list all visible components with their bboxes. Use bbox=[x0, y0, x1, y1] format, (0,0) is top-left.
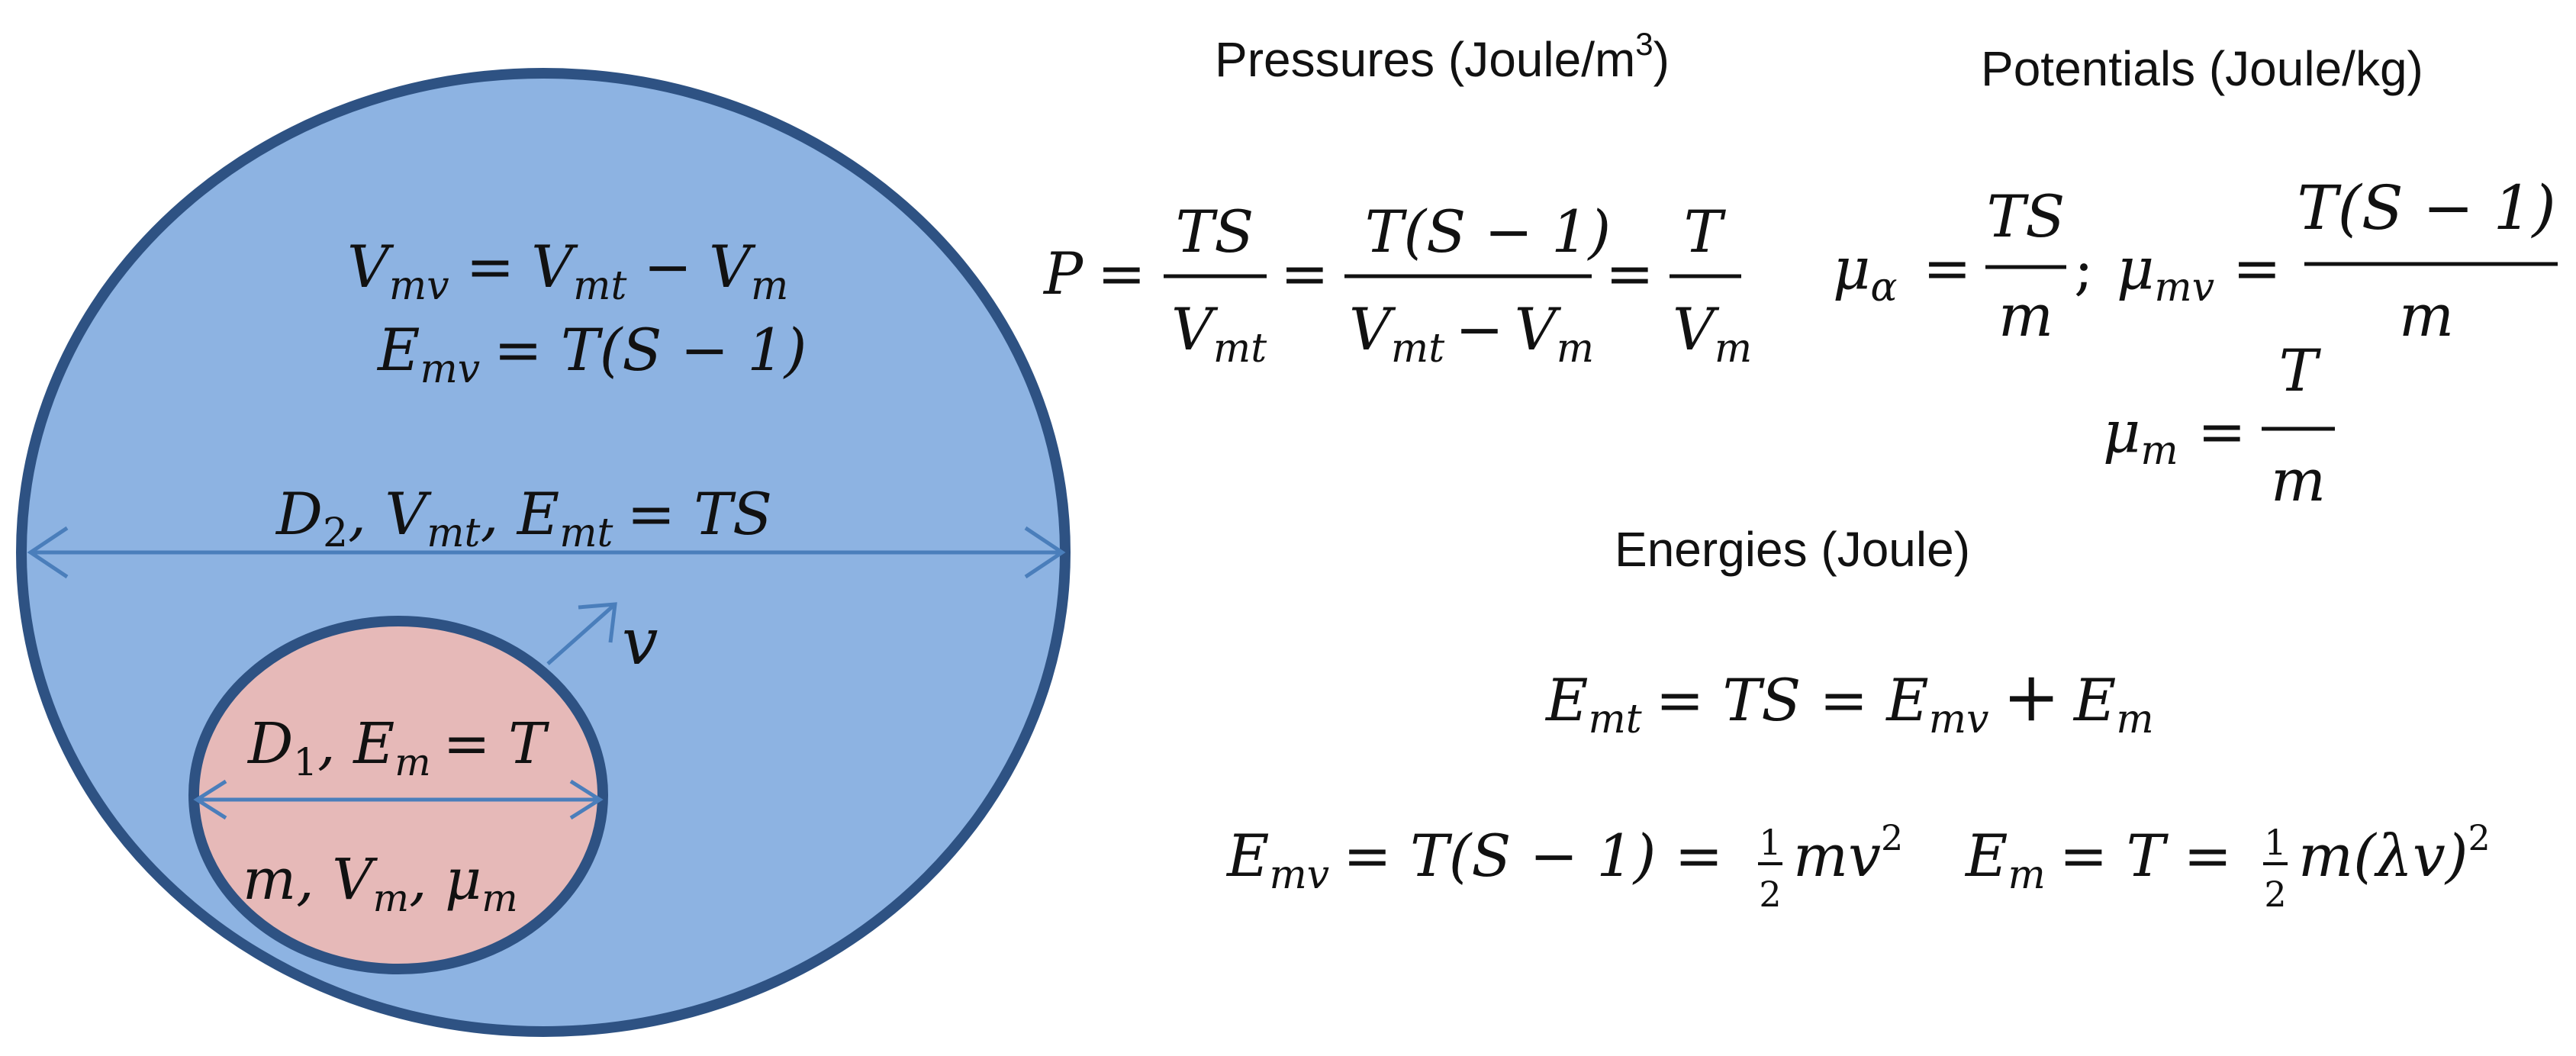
svg-text:P: P bbox=[1042, 240, 1084, 307]
svg-text:=: = bbox=[2233, 234, 2281, 302]
svg-text:=: = bbox=[1605, 240, 1654, 307]
svg-text:m(λv)2: m(λv)2 bbox=[2298, 817, 2491, 890]
svg-text:TS: TS bbox=[1987, 182, 2066, 250]
pressures-heading: Pressures (Joule/m3) bbox=[1215, 26, 1670, 87]
svg-text:;: ; bbox=[2074, 234, 2094, 302]
svg-text:T: T bbox=[2279, 336, 2322, 404]
energy-mv-equation: Emv= T(S − 1) = 1 2 mv2 bbox=[1225, 817, 1903, 915]
svg-text:1: 1 bbox=[1759, 822, 1781, 863]
outer-volume-formula: Vmv=Vmt−Vm bbox=[347, 233, 788, 309]
outer-diameter-arrowheads bbox=[27, 526, 1066, 579]
energies-heading: Energies (Joule) bbox=[1615, 522, 1970, 577]
outer-energy-formula: Emv= T(S − 1) bbox=[376, 316, 807, 392]
svg-text:Vmt−Vm: Vmt−Vm bbox=[1349, 295, 1594, 372]
svg-text:μα: μα bbox=[1833, 234, 1898, 311]
inner-properties-label: m, Vm, μm bbox=[243, 847, 518, 920]
svg-text:μm: μm bbox=[2103, 398, 2178, 474]
svg-text:T(S − 1): T(S − 1) bbox=[2297, 172, 2555, 243]
velocity-arrow bbox=[546, 602, 617, 665]
svg-text:Vm: Vm bbox=[1673, 295, 1752, 372]
svg-text:Emv= T(S − 1) =: Emv= T(S − 1) = bbox=[1225, 822, 1723, 898]
inner-diameter-arrowheads bbox=[193, 779, 604, 820]
svg-text:2: 2 bbox=[2264, 874, 2286, 915]
svg-text:Vmt: Vmt bbox=[1171, 295, 1267, 372]
outer-diameter-label: D2, Vmt, Emt= TS bbox=[275, 480, 772, 556]
svg-text:μmv: μmv bbox=[2117, 234, 2214, 311]
svg-text:Em= T =: Em= T = bbox=[1964, 822, 2232, 898]
inner-diameter-label: D1, Em= T bbox=[246, 711, 549, 784]
pressure-equation: P = TS Vmt = T(S − 1) Vmt−Vm = T Vm bbox=[1042, 198, 1752, 372]
svg-text:TS: TS bbox=[1176, 198, 1254, 266]
energy-total-equation: Emt= TS = Emv+Em bbox=[1544, 657, 2154, 742]
svg-text:mv2: mv2 bbox=[1793, 817, 1903, 890]
svg-text:=: = bbox=[1923, 234, 1972, 302]
svg-text:=: = bbox=[2198, 398, 2246, 465]
svg-text:m: m bbox=[2271, 446, 2326, 514]
potentials-heading: Potentials (Joule/kg) bbox=[1981, 41, 2423, 96]
velocity-label: v bbox=[622, 604, 658, 679]
potential-m-equation: μm = T m bbox=[2103, 336, 2335, 514]
svg-text:m: m bbox=[1998, 282, 2053, 349]
svg-text:m: m bbox=[2399, 282, 2454, 349]
energy-m-equation: Em= T = 1 2 m(λv)2 bbox=[1964, 817, 2491, 915]
potential-alpha-equation: μα = TS m ; bbox=[1833, 182, 2094, 349]
svg-text:1: 1 bbox=[2264, 822, 2286, 863]
potential-mv-equation: μmv = T(S − 1) m bbox=[2117, 172, 2558, 349]
svg-text:=: = bbox=[1097, 240, 1146, 307]
svg-text:T(S − 1): T(S − 1) bbox=[1365, 198, 1611, 266]
svg-text:=: = bbox=[1280, 240, 1329, 307]
svg-text:T: T bbox=[1684, 198, 1727, 266]
inner-sphere bbox=[188, 616, 608, 974]
svg-text:2: 2 bbox=[1759, 874, 1781, 915]
